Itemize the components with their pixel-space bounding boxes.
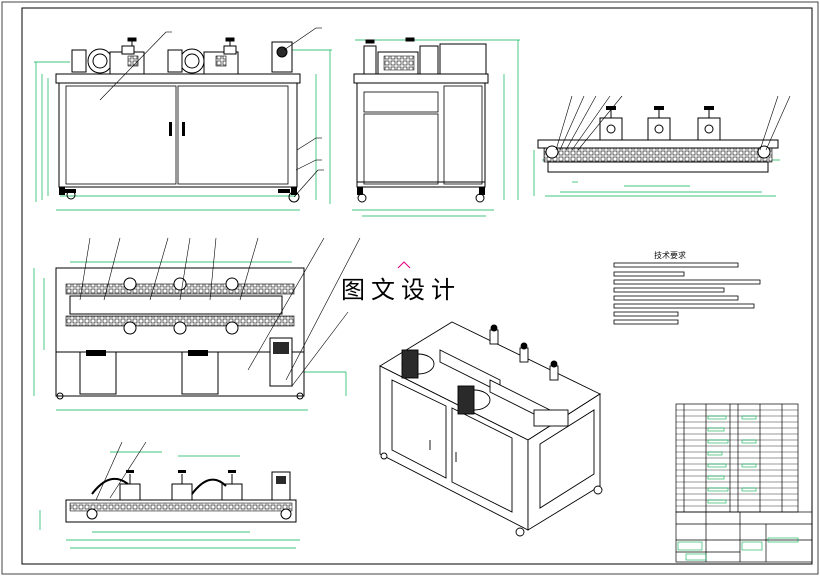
side-view xyxy=(352,37,520,217)
front-view xyxy=(34,27,332,211)
technical-notes xyxy=(613,262,761,325)
technical-requirements-title: 技术要求 xyxy=(654,251,686,260)
bottom-view xyxy=(39,441,300,549)
watermark-text: 图文设计 xyxy=(341,276,461,304)
inner-frame xyxy=(21,7,813,565)
title-block-green-fields xyxy=(677,415,799,561)
isometric-view xyxy=(379,321,603,537)
plan-view xyxy=(33,237,411,411)
title-block-rows xyxy=(676,409,798,507)
top-right-view xyxy=(533,95,791,197)
